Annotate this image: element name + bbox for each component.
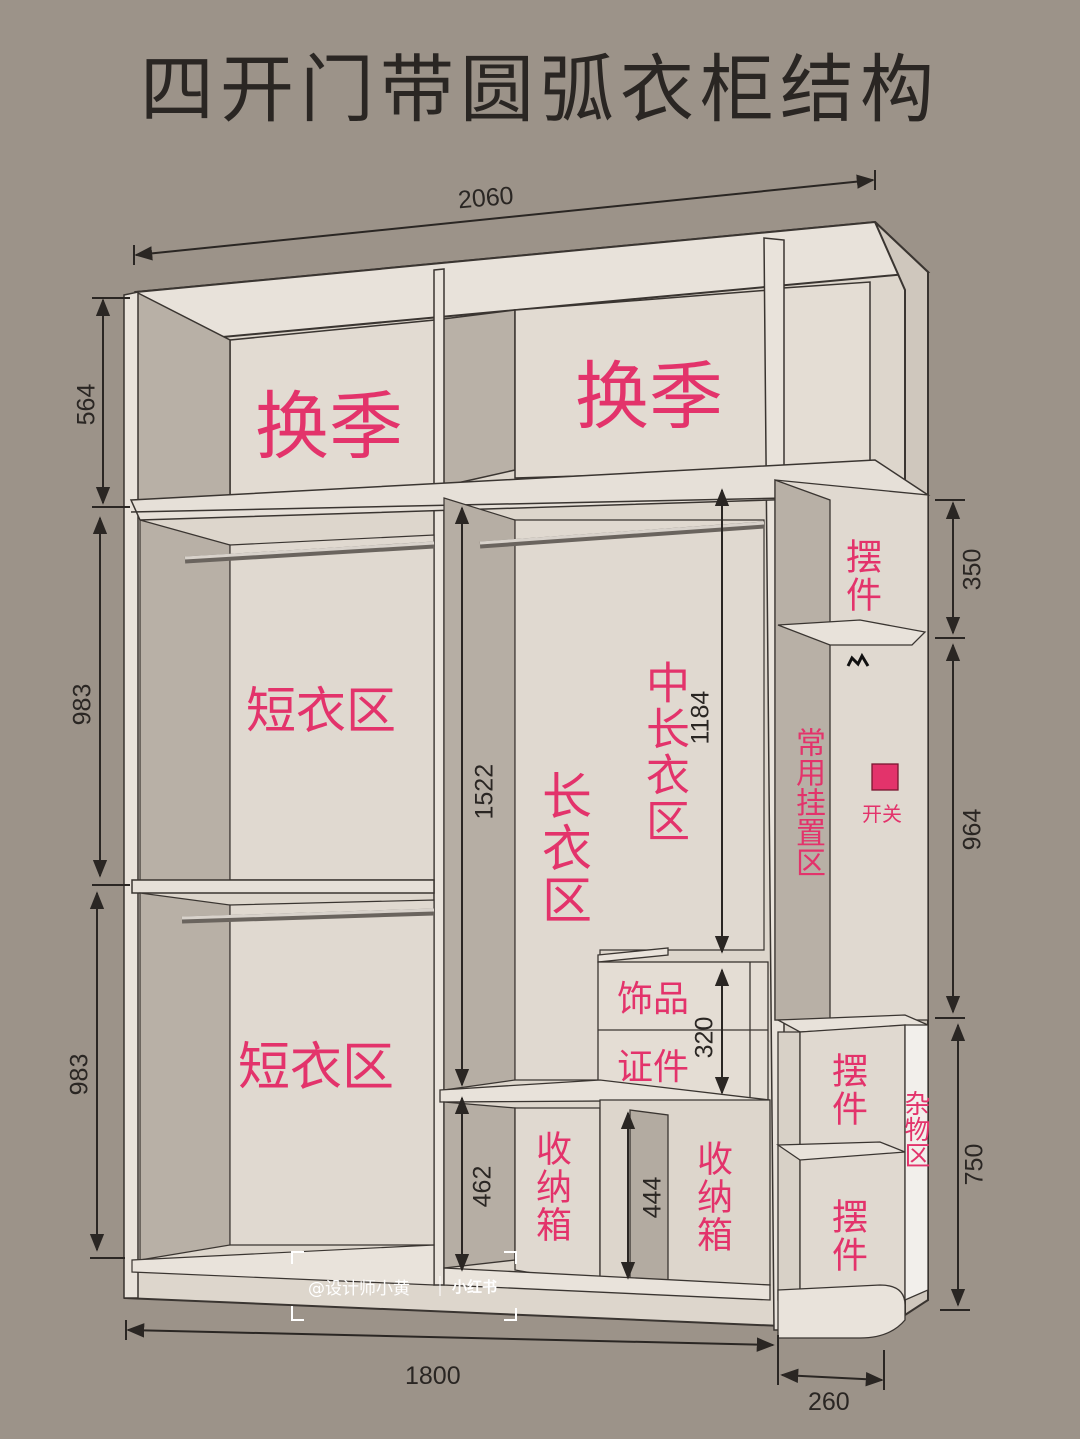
label-mid-long-area: 中长衣区 [638,660,689,844]
dimension-right-bottom: 750 [960,1143,989,1186]
label-long-area: 长衣区 [534,770,592,926]
label-short-upper: 短衣区 [246,682,396,740]
dimension-left-box: 462 [468,1165,497,1208]
dimension-lower-short: 983 [65,1053,94,1096]
watermark-author: @设计师小黄 [308,1279,410,1299]
dimension-right-box: 444 [638,1176,667,1219]
watermark-frame [291,1251,517,1321]
label-accessories: 饰品 [617,979,690,1020]
short-area-lower [131,892,435,1286]
label-ornament-mid: 摆件 [826,1052,867,1128]
label-storage-right: 收纳箱 [691,1140,732,1254]
label-documents: 证件 [617,1047,690,1088]
label-switch: 开关 [862,802,902,826]
label-sundries: 杂物区 [900,1090,930,1168]
label-ornament-top: 摆件 [840,538,881,614]
watermark: @设计师小黄 小红书 [290,1250,518,1322]
dimension-lines [89,170,970,1390]
dimension-upper-short: 983 [68,683,97,726]
label-short-lower: 短衣区 [238,1038,395,1098]
dimension-right-depth: 260 [808,1388,850,1416]
label-daily-hang: 常用挂置区 [790,727,825,877]
label-storage-left: 收纳箱 [530,1130,571,1244]
dimension-left-width: 1800 [405,1362,461,1390]
watermark-platform: 小红书 [452,1278,498,1296]
dimension-top-height: 564 [72,383,101,426]
label-seasonal-right: 换季 [575,354,723,440]
top-compartments [135,281,871,509]
label-ornament-bottom: 摆件 [826,1198,867,1274]
dimension-right-top: 350 [958,548,987,591]
right-column [774,479,929,1339]
middle-shelf-left [131,879,435,894]
dimension-drawer-area: 320 [690,1016,719,1059]
page-title: 四开门带圆弧衣柜结构 [140,47,940,133]
accessory-drawers [597,947,769,1101]
dimension-long-height: 1522 [470,763,499,820]
dimension-total-width: 2060 [456,181,515,215]
short-area-upper [139,519,435,886]
label-seasonal-left: 换季 [255,384,403,470]
dimension-mid-long-height: 1184 [686,690,715,745]
dimension-right-middle: 964 [958,808,987,851]
storage-area [439,1079,771,1301]
